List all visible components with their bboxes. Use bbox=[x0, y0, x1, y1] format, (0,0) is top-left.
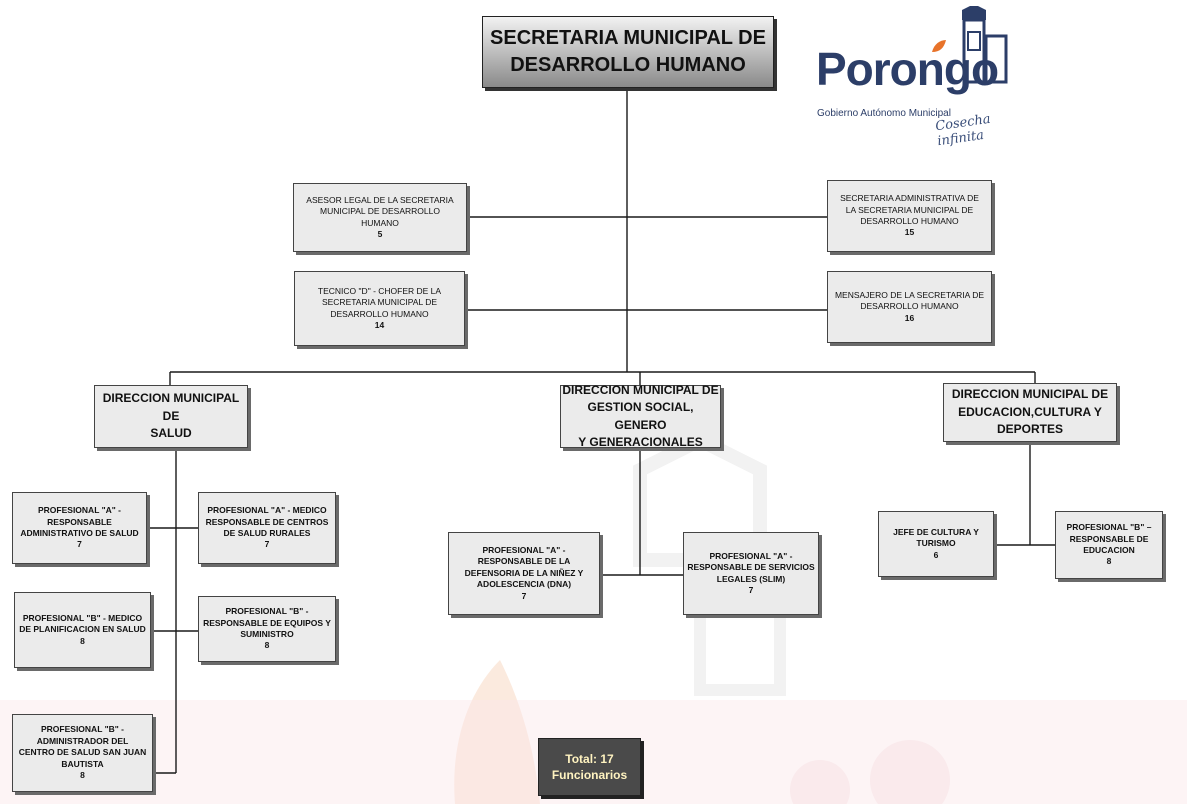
equipos-suministro-box: PROFESIONAL "B" - RESPONSABLE DE EQUIPOS… bbox=[198, 596, 336, 662]
chofer-box: TECNICO "D" - CHOFER DE LA SECRETARIA MU… bbox=[294, 271, 465, 346]
total-funcionarios-box: Total: 17 Funcionarios bbox=[538, 738, 641, 796]
responsable-educacion-box: PROFESIONAL "B" – RESPONSABLE DE EDUCACI… bbox=[1055, 511, 1163, 579]
medico-centros-rurales-box: PROFESIONAL "A" - MEDICO RESPONSABLE DE … bbox=[198, 492, 336, 564]
direccion-educacion-box: DIRECCION MUNICIPAL DE EDUCACION,CULTURA… bbox=[943, 383, 1117, 442]
defensoria-ninez-box: PROFESIONAL "A" - RESPONSABLE DE LA DEFE… bbox=[448, 532, 600, 615]
jefe-cultura-turismo-box: JEFE DE CULTURA Y TURISMO 6 bbox=[878, 511, 994, 577]
logo-wordmark: Porongo bbox=[816, 43, 999, 95]
porongo-logo: Porongo Gobierno Autónomo Municipal Cose… bbox=[812, 6, 1042, 149]
asesor-legal-box: ASESOR LEGAL DE LA SECRETARIA MUNICIPAL … bbox=[293, 183, 467, 252]
direccion-salud-box: DIRECCION MUNICIPAL DE SALUD bbox=[94, 385, 248, 448]
logo-subtitle: Gobierno Autónomo Municipal bbox=[817, 108, 951, 119]
secretaria-title-box: SECRETARIA MUNICIPAL DE DESARROLLO HUMAN… bbox=[482, 16, 774, 88]
secretaria-administrativa-box: SECRETARIA ADMINISTRATIVA DE LA SECRETAR… bbox=[827, 180, 992, 252]
servicios-legales-slim-box: PROFESIONAL "A" - RESPONSABLE DE SERVICI… bbox=[683, 532, 819, 615]
mensajero-box: MENSAJERO DE LA SECRETARIA DE DESARROLLO… bbox=[827, 271, 992, 343]
medico-planificacion-box: PROFESIONAL "B" - MEDICO DE PLANIFICACIO… bbox=[14, 592, 151, 668]
responsable-administrativo-salud-box: PROFESIONAL "A" - RESPONSABLE ADMINISTRA… bbox=[12, 492, 147, 564]
logo-tower-graphic bbox=[932, 6, 1008, 84]
centro-salud-san-juan-box: PROFESIONAL "B" - ADMINISTRADOR DEL CENT… bbox=[12, 714, 153, 792]
direccion-gestion-box: DIRECCION MUNICIPAL DE GESTION SOCIAL, G… bbox=[560, 383, 721, 449]
